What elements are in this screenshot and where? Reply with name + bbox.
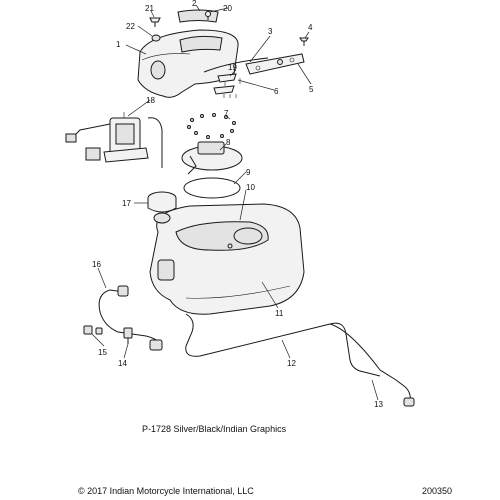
callout-15: 15 <box>98 348 107 357</box>
diagram-caption: P-1728 Silver/Black/Indian Graphics <box>142 424 287 434</box>
callout-7: 7 <box>224 109 229 118</box>
part-gasket-ring <box>183 177 241 199</box>
part-vent-end <box>403 397 415 407</box>
callout-17: 17 <box>122 199 131 208</box>
part-fuel-pump <box>65 112 163 168</box>
callout-labels: 1 2 3 4 5 6 7 8 9 10 11 12 13 14 15 16 1… <box>92 0 383 409</box>
part-fitting-14 <box>123 327 133 344</box>
callout-5: 5 <box>309 85 314 94</box>
part-grommet <box>151 34 161 42</box>
part-fuel-tank <box>149 203 305 315</box>
callout-6: 6 <box>274 87 279 96</box>
callout-14: 14 <box>118 359 127 368</box>
callout-8: 8 <box>226 138 231 147</box>
callout-9: 9 <box>246 168 251 177</box>
callout-20: 20 <box>223 4 232 13</box>
copyright-text: © 2017 Indian Motorcycle International, … <box>78 486 254 496</box>
callout-2: 2 <box>192 0 197 8</box>
part-clip-15 <box>83 325 103 335</box>
callout-13: 13 <box>374 400 383 409</box>
part-gasket-strip <box>203 57 269 73</box>
callout-18: 18 <box>146 96 155 105</box>
callout-19: 19 <box>228 63 237 72</box>
part-screw-20 <box>205 11 211 20</box>
callout-22: 22 <box>126 22 135 31</box>
part-fuel-line-12 <box>185 313 381 377</box>
callout-3: 3 <box>268 27 273 36</box>
part-flange <box>181 141 243 175</box>
callout-4: 4 <box>308 23 313 32</box>
part-bolt-ring <box>187 113 236 139</box>
callout-11: 11 <box>275 309 284 318</box>
part-fuel-cap <box>147 191 177 213</box>
part-vent-line-13 <box>329 323 411 405</box>
part-hose-16 <box>98 285 163 351</box>
leader-lines <box>91 4 379 401</box>
part-brackets <box>213 73 241 98</box>
part-screw-4 <box>299 37 309 46</box>
callout-1: 1 <box>116 40 121 49</box>
part-tank-console <box>137 29 239 98</box>
part-screw-21 <box>149 17 161 27</box>
callout-21: 21 <box>145 4 154 13</box>
part-mounting-plate <box>245 53 305 75</box>
callout-16: 16 <box>92 260 101 269</box>
diagram-id: 200350 <box>422 486 453 496</box>
callout-12: 12 <box>287 359 296 368</box>
callout-10: 10 <box>246 183 255 192</box>
